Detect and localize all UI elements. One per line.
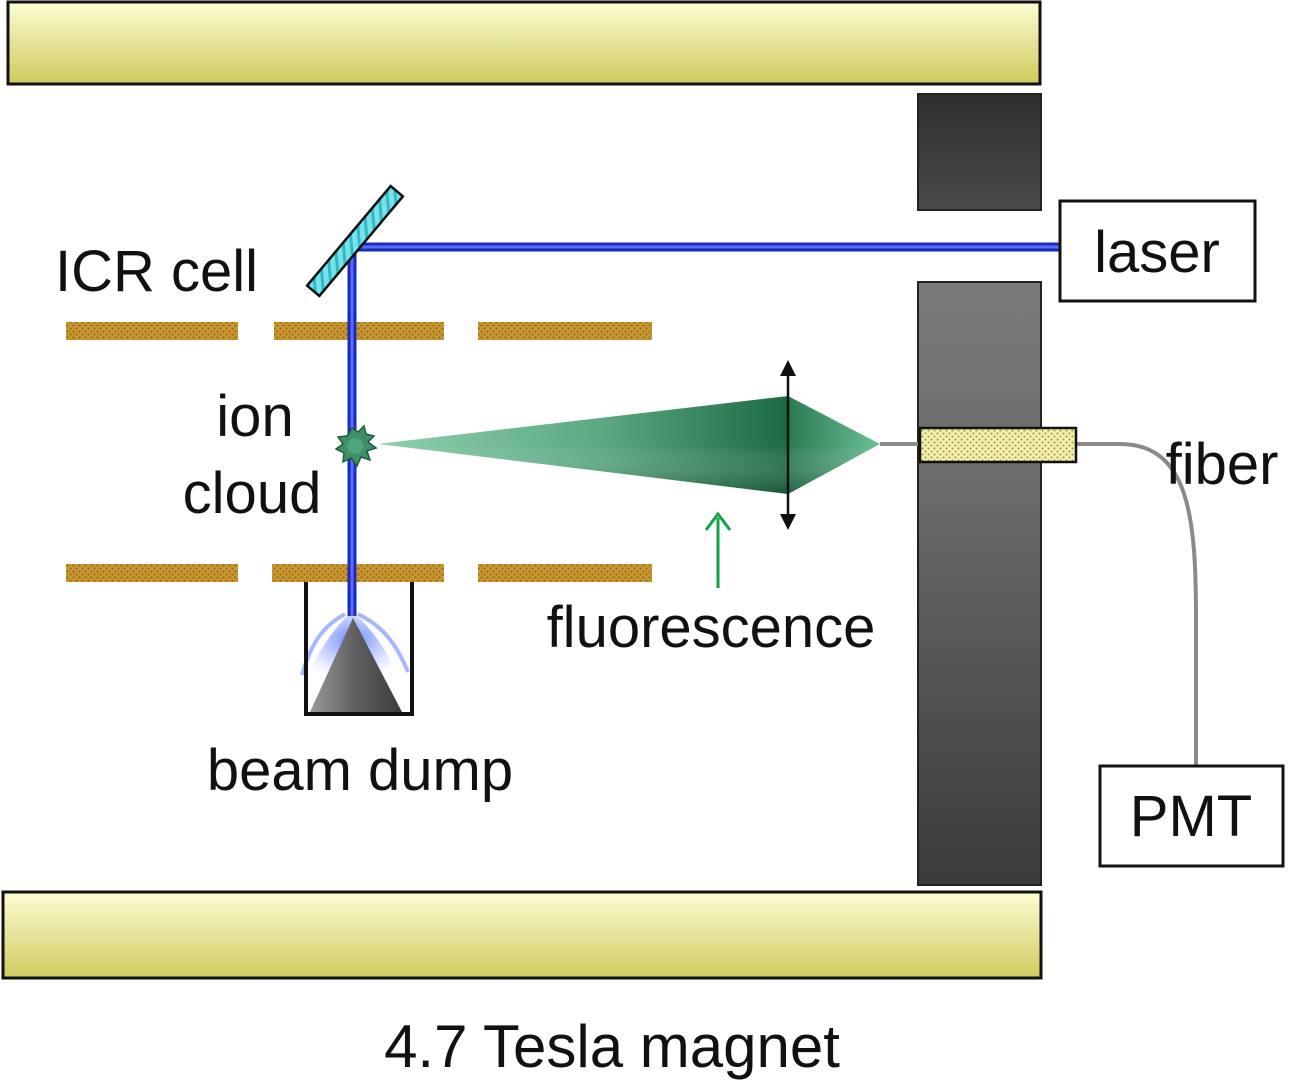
ion-cloud-label-line2: cloud: [183, 461, 322, 526]
beam-dump: [300, 582, 414, 716]
laser-box: laser: [1058, 199, 1257, 303]
electrode-bottom-2: [272, 564, 444, 582]
electrode-top-2: [274, 322, 444, 340]
pmt-label: PMT: [1130, 784, 1252, 849]
ion-cloud: [334, 424, 378, 468]
beam-dump-label: beam dump: [207, 738, 513, 803]
beam-dump-cone: [310, 618, 402, 712]
fluorescence-cone: [378, 396, 880, 494]
flange-lower: [917, 281, 1042, 886]
electrode-bottom-1: [66, 564, 238, 582]
laser-label: laser: [1094, 220, 1220, 285]
electrode-top-3: [478, 322, 652, 340]
fiber-label: fiber: [1166, 432, 1279, 497]
magnet-top-bar: [6, 0, 1042, 86]
fiber-ferrule: [918, 426, 1078, 464]
lens-double-arrow: [780, 360, 796, 530]
fluorescence-arrow: [704, 511, 732, 588]
icr-cell-electrodes: [66, 322, 652, 582]
pmt-box: PMT: [1098, 764, 1285, 868]
magnet-caption: 4.7 Tesla magnet: [384, 1013, 840, 1080]
mirror: [305, 184, 405, 298]
beam-dump-cup: [304, 582, 414, 716]
fluorescence-label: fluorescence: [547, 595, 876, 660]
icr-cell-label: ICR cell: [55, 239, 258, 304]
magnet-bottom-bar: [1, 890, 1043, 980]
electrode-top-1: [66, 322, 238, 340]
ion-cloud-label-line1: ion: [216, 384, 293, 449]
electrode-bottom-3: [478, 564, 652, 582]
fiber: [880, 426, 1198, 768]
flange-upper: [917, 93, 1042, 211]
